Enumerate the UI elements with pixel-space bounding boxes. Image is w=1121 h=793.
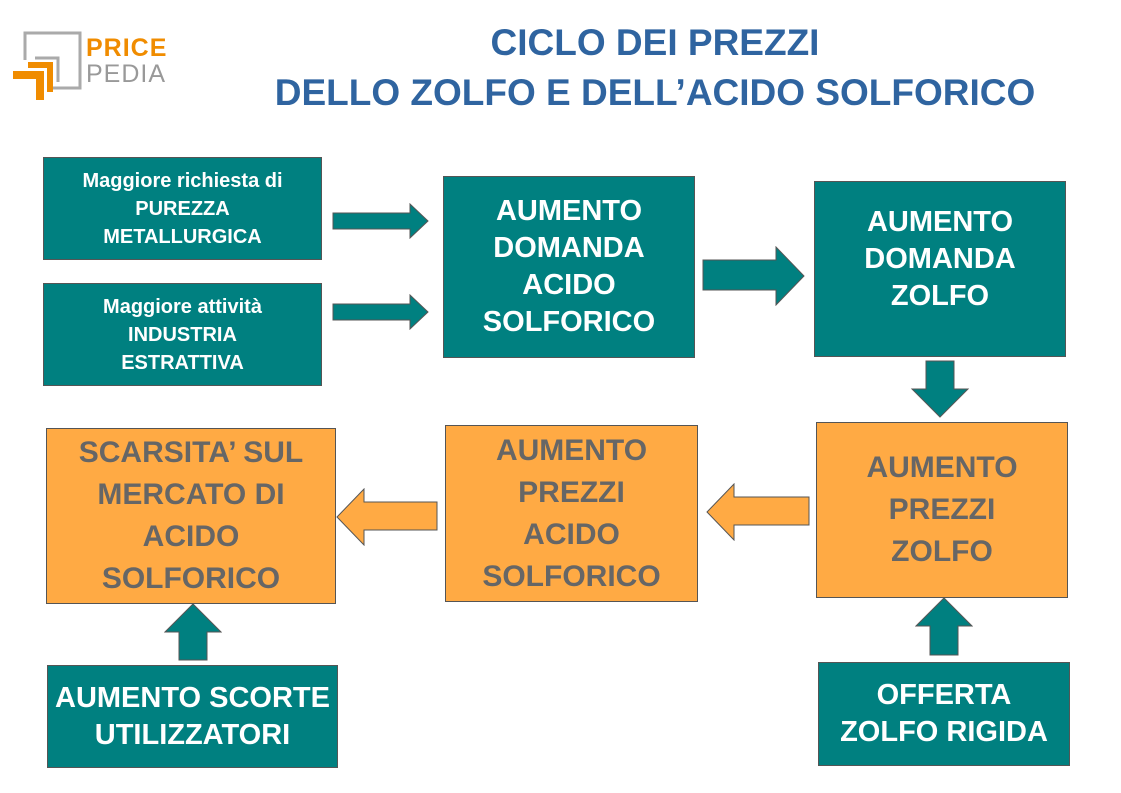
box-prezzi-acido: AUMENTO PREZZI ACIDO SOLFORICO	[445, 425, 698, 602]
box-text-line: SCARSITA’ SUL	[78, 436, 304, 469]
box-text-line: ACIDO	[522, 269, 616, 301]
box-text-line: UTILIZZATORI	[94, 718, 291, 751]
box-text-line: INDUSTRIA	[128, 323, 237, 346]
box-text-line: MERCATO DI	[97, 478, 285, 511]
box-text-line: AUMENTO	[495, 195, 643, 227]
arrow-right-icon	[332, 294, 429, 330]
box-text-line: ESTRATTIVA	[121, 351, 244, 374]
box-text-line: Maggiore attività	[103, 295, 262, 318]
box-scarsita-acido: SCARSITA’ SUL MERCATO DI ACIDO SOLFORICO	[46, 428, 336, 604]
box-text-line: ACIDO	[142, 520, 240, 553]
arrow-up-icon	[915, 597, 973, 656]
box-text-line: PREZZI	[888, 493, 996, 526]
box-text-line: DOMANDA	[493, 232, 645, 264]
box-text-line: PREZZI	[518, 475, 625, 509]
box-text: SCARSITA’ SUL MERCATO DI ACIDO SOLFORICO	[79, 432, 303, 600]
box-text: OFFERTA ZOLFO RIGIDA	[840, 677, 1048, 751]
box-text: AUMENTO DOMANDA ACIDO SOLFORICO	[483, 193, 655, 341]
box-text-line: ZOLFO	[890, 279, 990, 312]
box-text: AUMENTO PREZZI ACIDO SOLFORICO	[482, 430, 660, 598]
arrow-left-icon	[336, 488, 438, 546]
box-text: AUMENTO SCORTE UTILIZZATORI	[55, 680, 330, 754]
box-text-line: SOLFORICO	[482, 306, 656, 338]
arrow-right-icon	[702, 246, 805, 306]
box-domanda-zolfo: AUMENTO DOMANDA ZOLFO	[814, 181, 1066, 357]
arrow-up-icon	[164, 603, 222, 661]
box-text-line: OFFERTA	[876, 679, 1012, 711]
pricepedia-logo	[10, 30, 85, 110]
box-text-line: SOLFORICO	[482, 559, 661, 593]
title-line-2: DELLO ZOLFO E DELL’ACIDO SOLFORICO	[274, 72, 1036, 113]
title-line-1: CICLO DEI PREZZI	[490, 22, 820, 63]
box-text-line: ACIDO	[523, 517, 620, 551]
box-text: AUMENTO DOMANDA ZOLFO	[864, 204, 1015, 315]
box-text-line: AUMENTO	[495, 433, 648, 467]
box-text-line: SOLFORICO	[101, 562, 281, 595]
box-purezza-metallurgica: Maggiore richiesta di PUREZZA METALLURGICA	[43, 157, 322, 260]
box-text: AUMENTO PREZZI ZOLFO	[866, 447, 1017, 573]
box-text-line: AUMENTO SCORTE	[55, 681, 330, 714]
arrow-down-icon	[910, 360, 970, 418]
box-text-line: AUMENTO	[866, 205, 1014, 238]
box-text-line: ZOLFO	[891, 535, 993, 568]
box-text-line: AUMENTO	[866, 451, 1018, 484]
box-text-line: ZOLFO RIGIDA	[840, 716, 1048, 748]
box-text-line: DOMANDA	[864, 242, 1016, 275]
box-scorte-utilizzatori: AUMENTO SCORTE UTILIZZATORI	[47, 665, 338, 768]
box-text-line: PUREZZA	[135, 197, 230, 220]
box-prezzi-zolfo: AUMENTO PREZZI ZOLFO	[816, 422, 1068, 598]
box-domanda-acido: AUMENTO DOMANDA ACIDO SOLFORICO	[443, 176, 695, 358]
logo-text-pedia: PEDIA	[86, 60, 167, 88]
arrow-right-icon	[332, 203, 429, 239]
box-text-line: METALLURGICA	[103, 225, 262, 248]
logo-mark-icon	[13, 31, 82, 100]
box-text: Maggiore richiesta di PUREZZA METALLURGICA	[82, 167, 282, 251]
arrow-left-icon	[706, 483, 810, 541]
logo-text-price: PRICE	[86, 34, 168, 62]
box-offerta-zolfo: OFFERTA ZOLFO RIGIDA	[818, 662, 1070, 766]
box-text-line: Maggiore richiesta di	[82, 169, 283, 192]
